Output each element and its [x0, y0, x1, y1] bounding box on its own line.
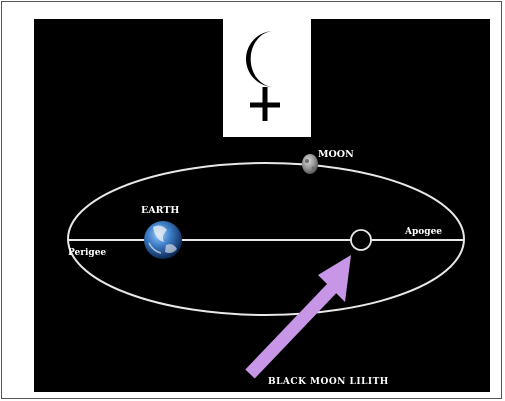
lilith-symbol-panel	[223, 19, 311, 137]
earth-globe	[144, 221, 182, 259]
diagram-canvas: MOON EARTH Perigee Apogee BLACK MOON LIL…	[34, 19, 490, 392]
moon-body	[302, 154, 318, 174]
orbit-diagram: MOON EARTH Perigee Apogee BLACK MOON LIL…	[34, 19, 490, 392]
black-moon-lilith-label: BLACK MOON LILITH	[268, 377, 389, 387]
lilith-empty-focus-circle	[351, 230, 371, 250]
apogee-label: Apogee	[404, 227, 442, 237]
earth-label: EARTH	[141, 205, 179, 216]
moon-label: MOON	[318, 149, 354, 160]
perigee-label: Perigee	[68, 248, 106, 258]
